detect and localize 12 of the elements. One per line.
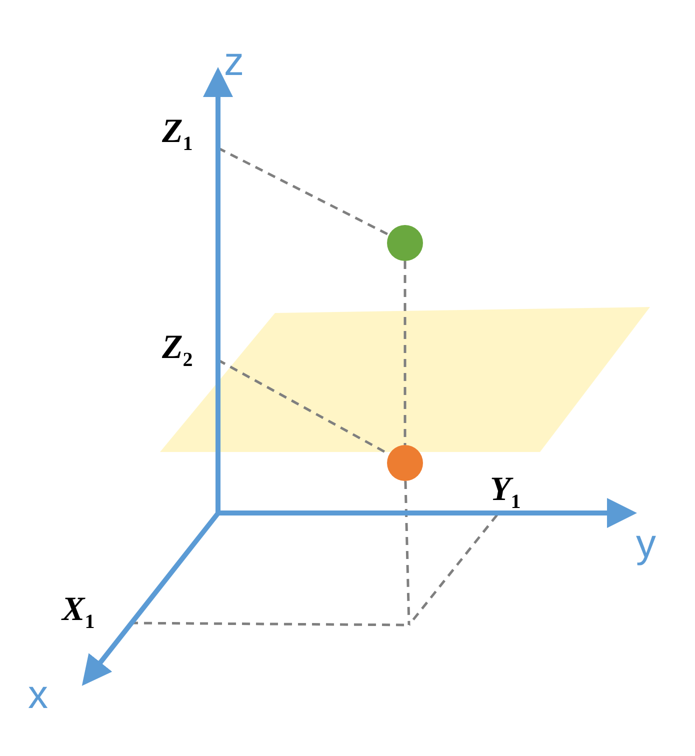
point-marker xyxy=(387,445,423,481)
projection-line xyxy=(404,480,410,626)
axis-label: y xyxy=(636,522,656,566)
coordinate-label: X$_{1}$ xyxy=(62,590,95,642)
projection-line xyxy=(404,261,406,445)
axis-label: x xyxy=(28,673,48,717)
coordinate-label: Z$_{2}$ xyxy=(162,328,193,380)
axis-label: z xyxy=(224,40,244,84)
projection-line xyxy=(408,514,498,626)
coordinate-label: Z$_{1}$ xyxy=(162,112,193,164)
point-marker xyxy=(387,225,423,261)
coordinate-label: Y$_{1}$ xyxy=(490,470,521,522)
